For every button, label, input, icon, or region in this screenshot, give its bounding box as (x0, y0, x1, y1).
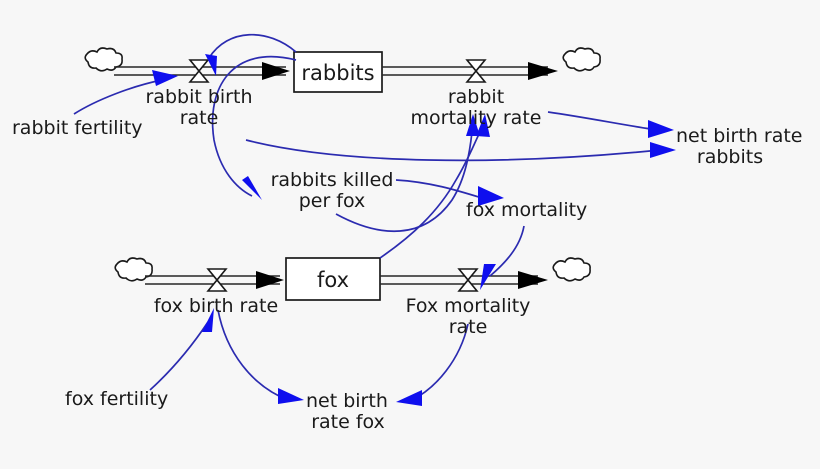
link-rabbits-killed-to-fox-mortality-arrowhead (478, 186, 504, 206)
stock-rabbits-label: rabbits (301, 61, 374, 85)
link-fox-to-rabbit-mortality-rate-path (379, 131, 481, 259)
fox-mortality-rate-label-line1: Fox mortality (406, 295, 531, 317)
link-fox-mortality-to-fox-mortality-rate-path (489, 225, 525, 277)
link-rabbits-to-rabbits-killed-per-fox[interactable] (211, 55, 297, 200)
fox-birth-flow[interactable] (114, 257, 284, 292)
link-rabbit-mortality-rate-to-net-birth-rate-rabbits[interactable] (547, 111, 674, 138)
link-rabbit-fertility-to-rabbit-birth-rate-path (73, 79, 163, 115)
net-birth-rate-fox-label-line1: net birth (306, 390, 388, 412)
rabbit-mortality-valve-icon[interactable] (465, 59, 487, 83)
rabbit-birth-valve-icon[interactable] (188, 59, 210, 83)
link-rabbit-birth-rate-to-net-birth-rate-rabbits-path (245, 139, 661, 162)
link-fox-birth-rate-to-net-birth-rate-fox-path (217, 309, 289, 401)
link-rabbit-fertility-to-rabbit-birth-rate-arrowhead (152, 70, 178, 86)
rabbits-killed-per-fox-label-line2: per fox (299, 190, 366, 212)
rabbits-killed-per-fox-label-line1: rabbits killed (271, 169, 394, 191)
cloud-source-fox-birth (114, 257, 153, 282)
fox-birth-flow-arrowhead (256, 271, 284, 289)
stock-rabbits-box[interactable] (293, 51, 383, 93)
link-rabbits-killed-to-rabbit-mortality-rate-arrowhead (466, 114, 480, 136)
rabbit-mortality-flow[interactable] (382, 47, 601, 83)
fox-mortality-valve-icon[interactable] (457, 268, 479, 292)
link-rabbits-killed-to-fox-mortality[interactable] (395, 179, 504, 206)
rabbit-fertility-label: rabbit fertility (12, 117, 143, 139)
cloud-sink-rabbit-mortality (562, 47, 601, 72)
link-fox-mortality-rate-to-net-birth-rate-fox-arrowhead (396, 390, 422, 406)
rabbit-birth-rate-label-line2: rate (180, 107, 219, 129)
fox-mortality-label: fox mortality (466, 199, 587, 221)
link-fox-mortality-rate-to-net-birth-rate-fox[interactable] (396, 323, 469, 406)
net-birth-rate-fox-label-line2: rate fox (311, 411, 385, 433)
link-fox-fertility-to-fox-birth-rate-arrowhead (202, 308, 214, 332)
rabbit-mortality-rate-label-line1: rabbit (448, 86, 504, 108)
link-fox-fertility-to-fox-birth-rate-path (149, 321, 209, 391)
link-fox-birth-rate-to-net-birth-rate-fox-arrowhead (278, 388, 304, 404)
link-rabbit-mortality-rate-to-net-birth-rate-rabbits-arrowhead (648, 120, 674, 138)
link-fox-to-rabbit-mortality-rate[interactable] (379, 114, 490, 259)
link-fox-fertility-to-fox-birth-rate[interactable] (149, 308, 214, 391)
link-rabbits-killed-to-fox-mortality-path (395, 179, 483, 199)
link-rabbits-to-rabbits-killed-per-fox-path (211, 55, 297, 197)
link-fox-to-rabbit-mortality-rate-arrowhead (476, 114, 490, 137)
link-fox-mortality-to-fox-mortality-rate-arrowhead (480, 264, 496, 290)
link-rabbits-to-rabbit-birth-rate[interactable] (205, 33, 297, 76)
link-rabbit-birth-rate-to-net-birth-rate-rabbits-arrowhead (650, 142, 676, 158)
rabbit-mortality-rate-label-line2: mortality rate (411, 107, 542, 129)
net-birth-rate-rabbits-label-line1: net birth rate (676, 125, 803, 147)
link-fox-birth-rate-to-net-birth-rate-fox[interactable] (217, 309, 304, 404)
rabbit-birth-rate-label-line1: rabbit birth (146, 86, 253, 108)
stock-fox-box[interactable] (285, 257, 381, 301)
link-rabbits-to-rabbits-killed-per-fox-arrowhead (242, 176, 262, 200)
link-rabbits-to-rabbit-birth-rate-path (208, 33, 297, 59)
net-birth-rate-rabbits-label-line2: rabbits (697, 146, 763, 168)
stock-fox-label: fox (317, 268, 349, 292)
link-rabbit-mortality-rate-to-net-birth-rate-rabbits-path (547, 111, 659, 131)
cloud-source-rabbit-birth (84, 47, 123, 72)
fox-mortality-flow[interactable] (380, 257, 591, 292)
fox-mortality-flow-arrowhead (518, 271, 548, 289)
link-fox-mortality-to-fox-mortality-rate[interactable] (480, 225, 525, 290)
fox-birth-rate-label: fox birth rate (154, 295, 278, 317)
link-rabbit-fertility-to-rabbit-birth-rate[interactable] (73, 70, 178, 115)
link-rabbits-to-rabbit-birth-rate-arrowhead (205, 54, 217, 76)
cloud-sink-fox-mortality (552, 257, 591, 282)
stock-rabbits[interactable]: rabbits (293, 51, 383, 93)
rabbit-birth-flow[interactable] (84, 47, 290, 83)
fox-mortality-rate-label-line2: rate (449, 316, 488, 338)
link-rabbit-birth-rate-to-net-birth-rate-rabbits[interactable] (245, 139, 676, 162)
rabbit-birth-flow-arrowhead (262, 62, 290, 80)
fox-fertility-label: fox fertility (65, 388, 168, 410)
fox-birth-valve-icon[interactable] (206, 268, 228, 292)
stock-fox[interactable]: fox (285, 257, 381, 301)
rabbit-mortality-flow-arrowhead (528, 62, 558, 80)
